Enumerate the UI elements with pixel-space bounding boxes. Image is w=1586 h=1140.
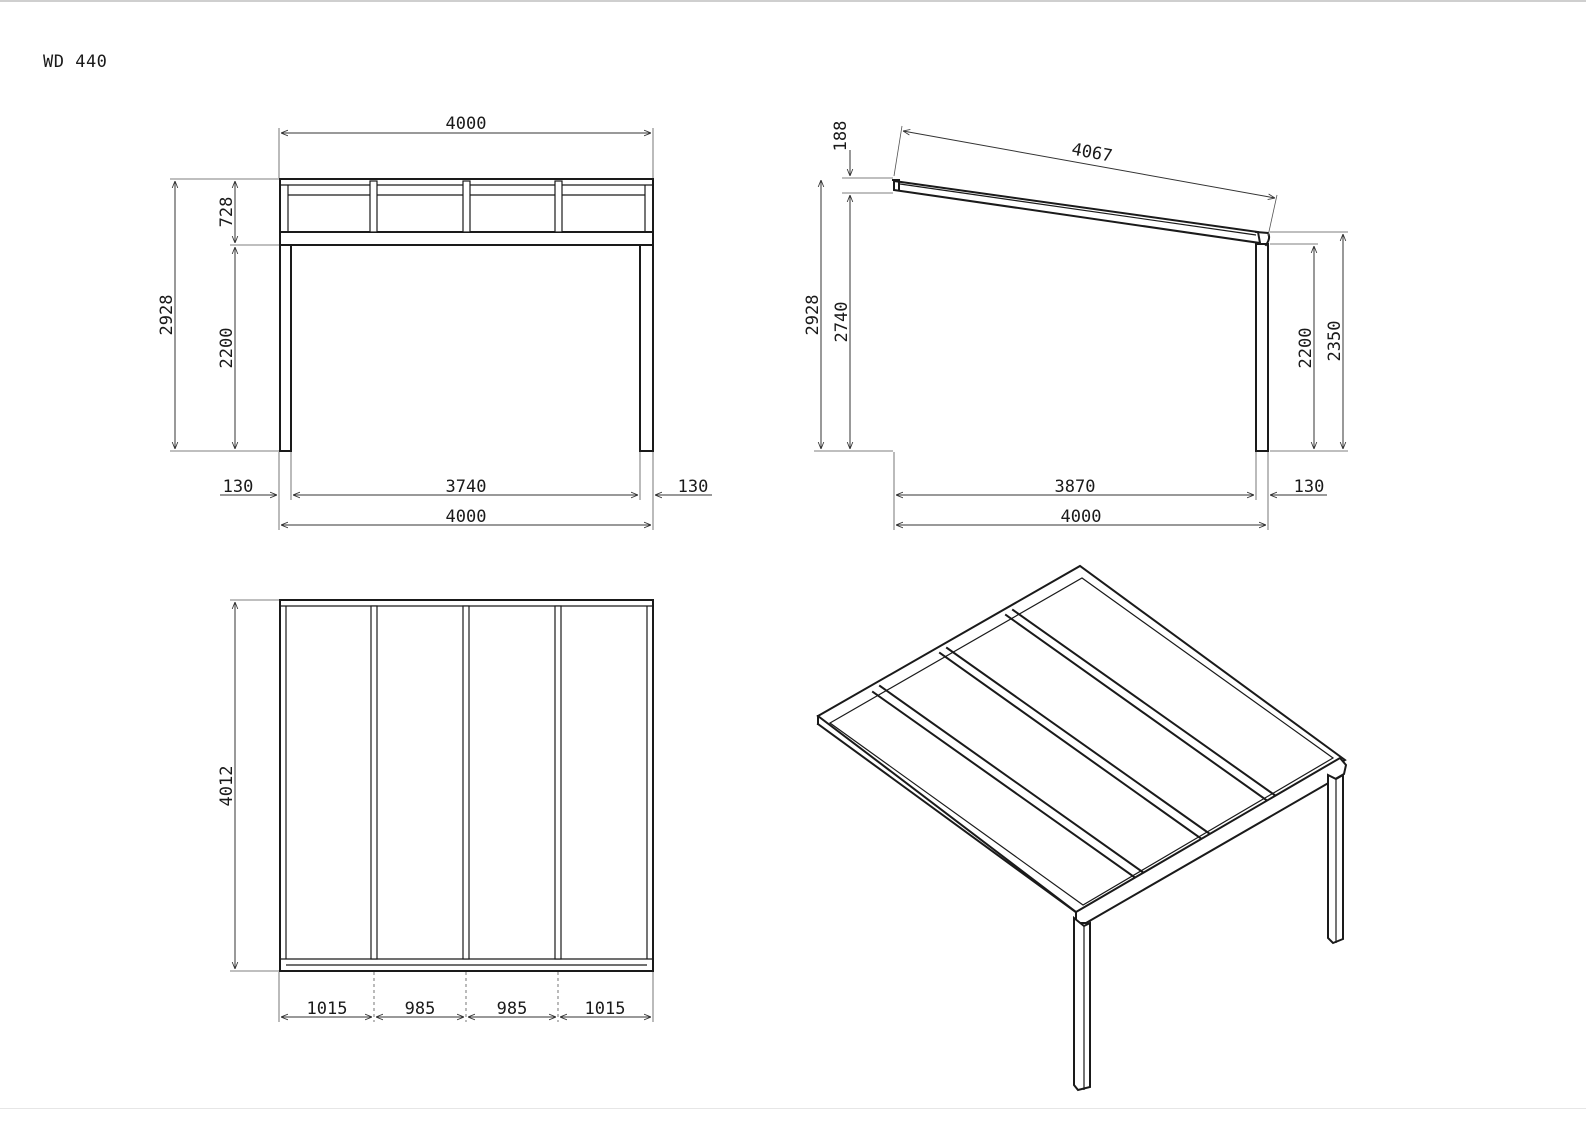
iso-roof-outline	[816, 564, 1347, 917]
sheet-border-top	[0, 0, 1586, 2]
front-right-post-label: 130	[678, 477, 709, 497]
front-roof-frame	[279, 178, 654, 246]
side-bottom-width-label: 4000	[1061, 507, 1102, 527]
side-post	[1255, 243, 1269, 452]
plan-bay-label: 1015	[585, 999, 626, 1019]
plan-view: 4012 1015 985 985 1015	[217, 599, 654, 1022]
front-rafter	[554, 180, 563, 233]
plan-bay-label: 1015	[307, 999, 348, 1019]
iso-front-post	[1073, 915, 1091, 1092]
front-left-post-label: 130	[223, 477, 254, 497]
side-clear-height-label: 2200	[1296, 328, 1316, 369]
side-roof-profile	[893, 179, 1262, 245]
front-bottom-width-label: 4000	[446, 507, 487, 527]
front-inner-span-label: 3740	[446, 477, 487, 497]
side-view: 4067 188 2928 2740 2200 2350	[803, 121, 1348, 530]
plan-outline	[279, 599, 654, 972]
plan-depth-label: 4012	[217, 766, 237, 807]
side-front-height-label: 2350	[1325, 321, 1345, 362]
sheet-border-bottom	[0, 1108, 1586, 1109]
front-right-post	[639, 244, 654, 452]
front-top-width-label: 4000	[446, 114, 487, 134]
side-projection-label: 3870	[1055, 477, 1096, 497]
front-clear-height-label: 2200	[217, 328, 237, 369]
front-rafter	[462, 180, 471, 233]
plan-bay-label: 985	[405, 999, 436, 1019]
dim-side-roof-length	[903, 131, 1275, 198]
front-left-post	[279, 244, 292, 452]
model-title: WD 440	[43, 52, 108, 72]
front-roof-height-label: 728	[217, 197, 237, 228]
front-view: 4000 2928 728 2200 130 3740 130 4000	[157, 114, 712, 530]
front-overall-height-label: 2928	[157, 295, 177, 336]
plan-rafter	[554, 605, 562, 960]
side-overall-height-label: 2928	[803, 295, 823, 336]
plan-bay-label: 985	[497, 999, 528, 1019]
side-wall-profile	[892, 179, 900, 191]
front-roof-outline	[279, 178, 654, 246]
front-rafter	[369, 180, 378, 233]
side-wall-height-label: 2740	[832, 302, 852, 343]
plan-rafter	[462, 605, 470, 960]
plan-rafter	[370, 605, 378, 960]
iso-roof-inner	[828, 577, 1335, 906]
side-fall-label: 188	[831, 121, 851, 152]
isometric-view	[816, 564, 1348, 1092]
side-post-label: 130	[1294, 477, 1325, 497]
